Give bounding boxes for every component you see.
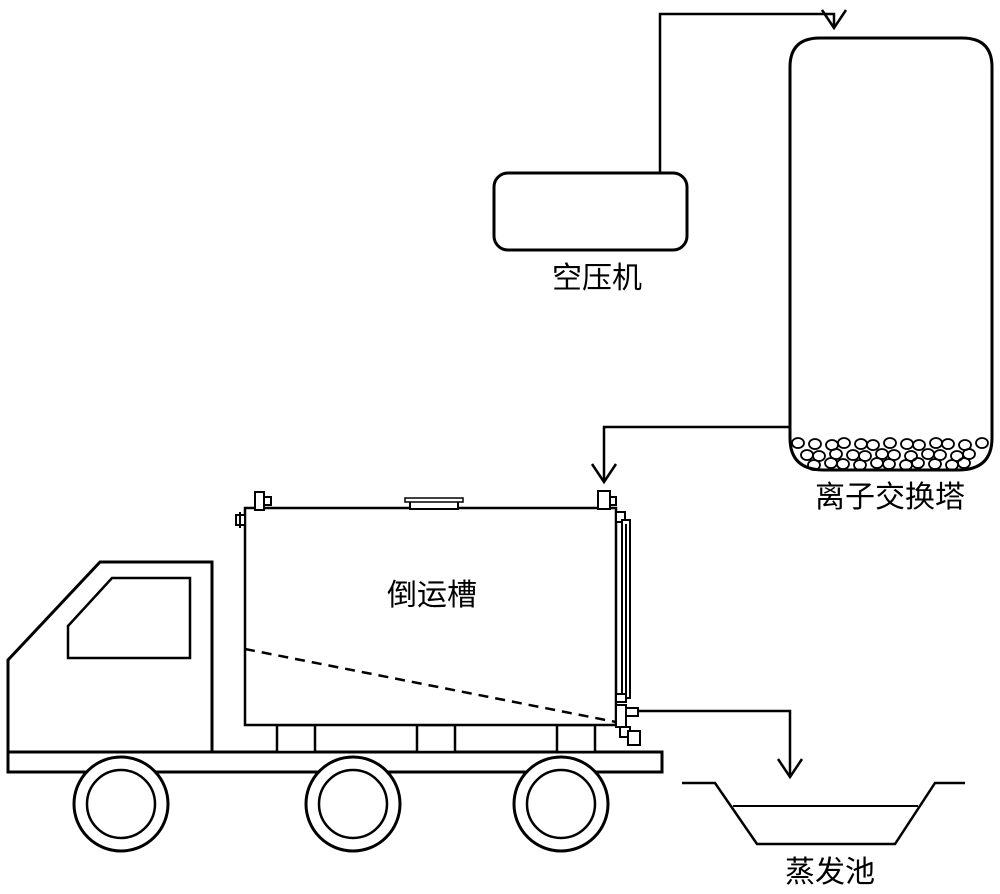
tower-to-tank-pipe — [590, 425, 790, 485]
truck — [6, 560, 664, 853]
truck-wheel — [72, 755, 170, 853]
transfer-tank — [235, 490, 641, 746]
tank-support — [415, 723, 457, 754]
tank-outlet-valve — [615, 704, 641, 746]
resin-bead — [957, 457, 971, 469]
air-compressor-label: 空压机 — [552, 261, 642, 296]
air-compressor — [492, 171, 689, 252]
evaporation-pond — [682, 781, 965, 846]
truck-cab-window — [66, 576, 192, 660]
resin-bead — [836, 458, 850, 470]
resin-bead — [883, 437, 897, 449]
resin-beads — [791, 437, 989, 471]
tank-support — [275, 723, 317, 754]
resin-bead — [975, 437, 989, 449]
tank-top-left-valve — [235, 491, 272, 528]
resin-bead — [791, 437, 805, 449]
ion-exchange-tower-label: 离子交换塔 — [815, 480, 965, 515]
transfer-tank-label: 倒运槽 — [387, 578, 477, 613]
tank-to-pond-pipe — [638, 709, 804, 780]
resin-bead — [853, 459, 867, 471]
resin-bead — [928, 458, 942, 470]
resin-bead — [866, 439, 880, 451]
resin-bead — [941, 438, 955, 450]
evaporation-pond-label: 蒸发池 — [785, 855, 875, 890]
resin-bead — [911, 457, 925, 469]
tank-level-gauge — [615, 511, 631, 703]
tank-inlet-valve — [597, 490, 617, 510]
resin-bead — [837, 437, 851, 449]
resin-bead — [912, 439, 926, 451]
tank-support — [555, 723, 597, 754]
truck-wheel — [304, 755, 402, 853]
tank-sloped-bottom — [244, 647, 617, 724]
truck-wheel — [512, 755, 610, 853]
resin-bead — [808, 438, 822, 450]
ion-exchange-tower — [788, 36, 994, 472]
resin-bead — [807, 459, 821, 471]
resin-bead — [882, 458, 896, 470]
compressor-to-tower-pipe — [658, 9, 848, 173]
